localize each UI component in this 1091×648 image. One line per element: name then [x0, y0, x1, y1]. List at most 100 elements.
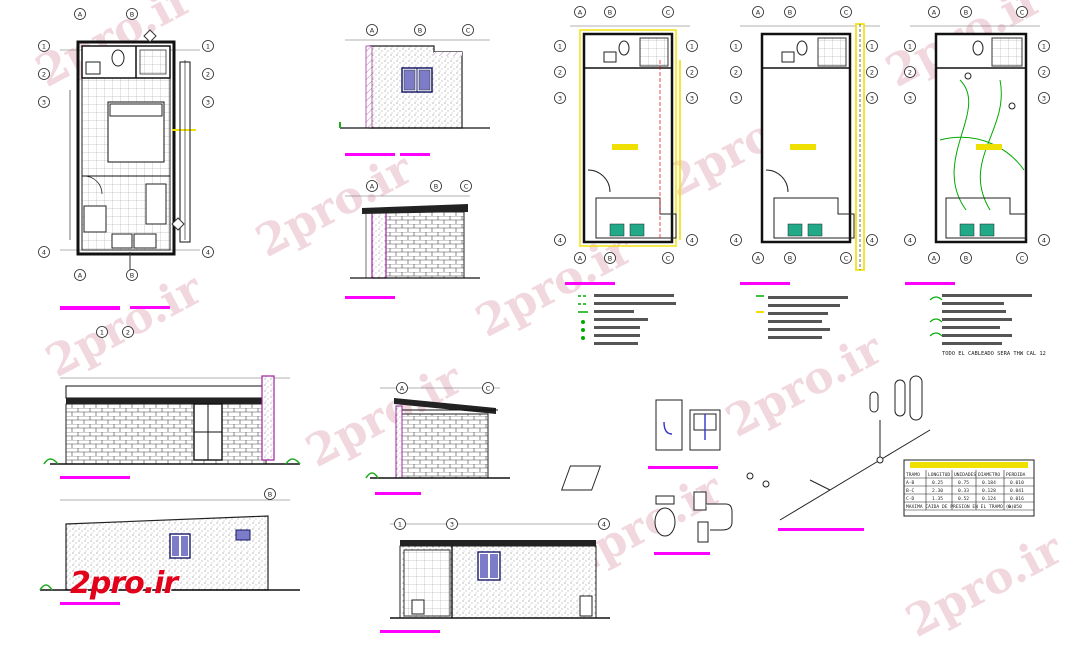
svg-text:2: 2 [908, 68, 912, 76]
grid-marker: 3 [1038, 92, 1050, 104]
grid-marker: 1 [394, 518, 406, 530]
grid-marker: A [928, 6, 940, 18]
grid-marker: 1 [686, 40, 698, 52]
fixture-details [560, 399, 770, 555]
grid-marker: A [396, 382, 408, 394]
grid-marker: C [662, 252, 674, 264]
svg-text:3: 3 [558, 94, 562, 102]
svg-text:4: 4 [206, 248, 210, 256]
svg-text:A: A [932, 8, 937, 16]
grid-marker: 3 [202, 96, 214, 108]
grid-marker: B [126, 269, 138, 281]
svg-text:B: B [434, 182, 438, 190]
svg-text:C: C [1020, 8, 1025, 16]
table-header: DIAMETRO [978, 472, 1000, 478]
grid-marker: 1 [202, 40, 214, 52]
svg-text:3: 3 [908, 94, 912, 102]
grid-marker: C [840, 252, 852, 264]
grid-marker: 3 [730, 92, 742, 104]
table-cell: 0.52 [958, 496, 969, 502]
grid-marker: A [574, 6, 586, 18]
svg-text:2: 2 [690, 68, 694, 76]
grid-marker: A [366, 24, 378, 36]
svg-text:4: 4 [558, 236, 562, 244]
svg-text:2: 2 [734, 68, 738, 76]
svg-text:4: 4 [42, 248, 46, 256]
plumbing-plan-2 [740, 23, 880, 285]
svg-text:B: B [608, 8, 612, 16]
floor-plan-main [60, 29, 200, 310]
table-cell: 0.016 [1010, 496, 1024, 502]
table-cell: 1.35 [932, 496, 943, 502]
electrical-plan [905, 25, 1040, 285]
table-cell: 2.30 [932, 488, 943, 494]
svg-text:C: C [666, 254, 671, 262]
svg-text:2: 2 [1042, 68, 1046, 76]
svg-text:1: 1 [100, 328, 104, 336]
svg-text:B: B [788, 254, 792, 262]
grid-marker: 4 [904, 234, 916, 246]
grid-marker: 2 [1038, 66, 1050, 78]
svg-text:1: 1 [1042, 42, 1046, 50]
grid-marker: 1 [730, 40, 742, 52]
table-cell: 0.75 [958, 480, 969, 486]
grid-marker: 1 [1038, 40, 1050, 52]
svg-text:A: A [400, 384, 405, 392]
grid-marker: 2 [686, 66, 698, 78]
grid-marker: B [414, 24, 426, 36]
svg-text:C: C [1020, 254, 1025, 262]
svg-text:C: C [844, 254, 849, 262]
grid-marker: B [784, 6, 796, 18]
grid-marker: A [752, 6, 764, 18]
svg-text:2: 2 [558, 68, 562, 76]
grid-marker: C [662, 6, 674, 18]
elevation-2 [345, 195, 480, 299]
svg-text:B: B [130, 271, 134, 279]
grid-marker: 4 [866, 234, 878, 246]
grid-marker: 3 [554, 92, 566, 104]
grid-marker: 3 [686, 92, 698, 104]
table-cell: 0.25 [932, 480, 943, 486]
svg-text:2: 2 [206, 70, 210, 78]
grid-marker: 4 [554, 234, 566, 246]
grid-marker: A [752, 252, 764, 264]
grid-marker: 3 [446, 518, 458, 530]
svg-text:4: 4 [734, 236, 738, 244]
svg-text:C: C [666, 8, 671, 16]
grid-marker: 3 [38, 96, 50, 108]
table-header: TRAMO [906, 472, 920, 478]
svg-text:2: 2 [126, 328, 130, 336]
grid-marker: 2 [122, 326, 134, 338]
svg-text:1: 1 [870, 42, 874, 50]
svg-text:4: 4 [908, 236, 912, 244]
svg-text:A: A [370, 26, 375, 34]
table-header: UNIDADES [954, 472, 976, 478]
grid-marker: B [960, 6, 972, 18]
svg-text:4: 4 [1042, 236, 1046, 244]
grid-marker: 2 [554, 66, 566, 78]
svg-text:3: 3 [42, 98, 46, 106]
section-elevation [380, 523, 610, 633]
grid-marker: A [366, 180, 378, 192]
grid-marker: B [960, 252, 972, 264]
svg-text:1: 1 [398, 520, 402, 528]
grid-marker: B [430, 180, 442, 192]
grid-marker: A [574, 252, 586, 264]
table-cell: 0.128 [982, 488, 996, 494]
grid-marker: C [482, 382, 494, 394]
svg-text:3: 3 [690, 94, 694, 102]
svg-text:3: 3 [870, 94, 874, 102]
side-elevation [365, 387, 510, 495]
grid-marker: 1 [38, 40, 50, 52]
svg-text:1: 1 [690, 42, 694, 50]
grid-marker: A [74, 269, 86, 281]
plumbing-plan-1 [565, 25, 690, 285]
grid-marker: C [460, 180, 472, 192]
grid-marker: B [604, 252, 616, 264]
svg-text:A: A [370, 182, 375, 190]
svg-text:A: A [78, 10, 83, 18]
svg-text:3: 3 [206, 98, 210, 106]
table-cell: 0.33 [958, 488, 969, 494]
svg-text:1: 1 [908, 42, 912, 50]
grid-marker: 1 [866, 40, 878, 52]
